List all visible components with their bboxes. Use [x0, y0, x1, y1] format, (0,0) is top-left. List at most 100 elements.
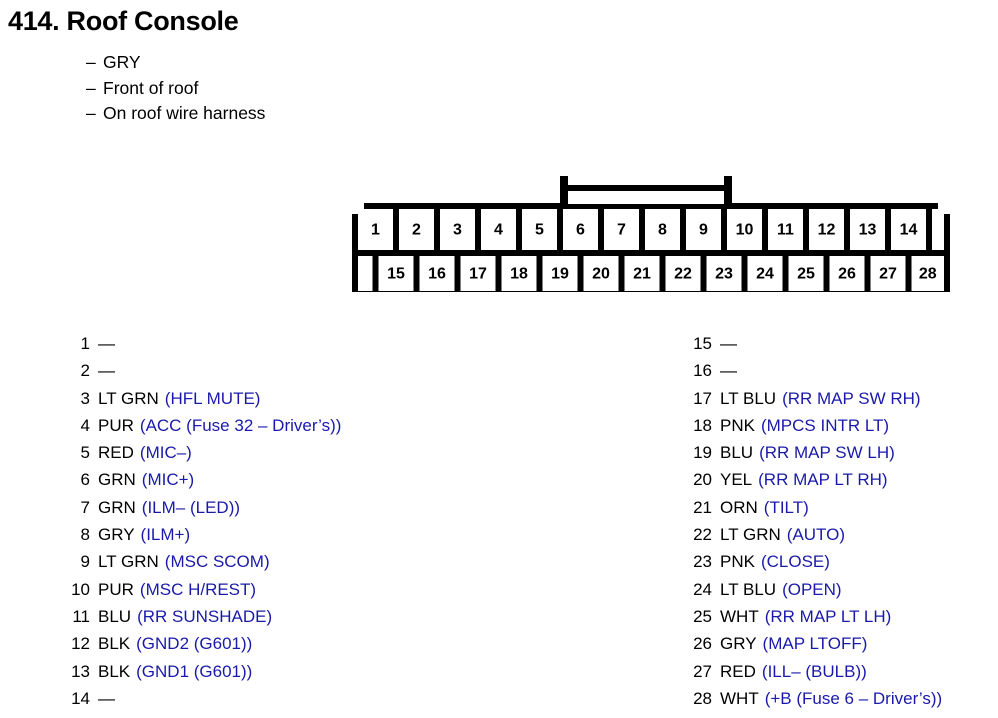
pin-cell-bottom — [583, 256, 619, 291]
pin-cell-bottom — [460, 256, 496, 291]
pin-number: 4 — [80, 415, 90, 435]
connector-attributes-list: –GRY–Front of roof–On roof wire harness — [86, 50, 265, 127]
connector-pin-number: 3 — [453, 222, 462, 239]
pin-cell-bottom — [911, 256, 944, 291]
connector-pin-number: 27 — [879, 266, 897, 283]
connector-attribute-row: –On roof wire harness — [86, 101, 265, 127]
connector-pin-number: 21 — [633, 266, 651, 283]
connector-notch-right — [938, 203, 950, 214]
pin-wire-color: LT GRN — [98, 552, 159, 572]
pin-cell-top — [522, 209, 557, 250]
pin-row: 16— — [670, 357, 998, 384]
page-title: 414. Roof Console — [8, 6, 239, 36]
connector-pin-number: 10 — [736, 222, 754, 239]
pin-wire-color: LT BLU — [720, 388, 777, 408]
pin-wire-color: PUR — [98, 579, 134, 599]
pin-empty-marker: — — [98, 334, 115, 353]
pin-cell-top — [481, 209, 516, 250]
pin-signal-name: (RR MAP SW LH) — [759, 443, 895, 463]
bullet-dash-icon: – — [86, 103, 96, 123]
connector-pin-number: 1 — [371, 222, 380, 239]
pin-signal-name: (MIC–) — [139, 443, 192, 463]
connector-pin-number: 2 — [412, 222, 421, 239]
pin-number: 1 — [80, 334, 90, 353]
bullet-dash-icon: – — [86, 52, 96, 72]
pin-cell-bottom — [747, 256, 783, 291]
pin-wire-color: LT BLU — [720, 579, 777, 599]
connector-attribute-row: –GRY — [86, 50, 265, 76]
pin-number: 16 — [693, 361, 712, 381]
pin-cell-top — [645, 209, 680, 250]
pin-number: 9 — [80, 552, 90, 572]
connector-pin-number: 26 — [838, 266, 856, 283]
pin-number: 6 — [80, 470, 90, 490]
connector-pin-number: 24 — [756, 266, 774, 283]
pin-cell-top — [686, 209, 721, 250]
pin-wire-color: WHT — [720, 606, 759, 626]
connector-pin-number: 7 — [617, 222, 626, 239]
connector-pin-number: 15 — [387, 266, 405, 283]
connector-pin-number: 28 — [919, 266, 937, 283]
pin-wire-color: YEL — [720, 470, 753, 490]
pin-cell-bottom — [378, 256, 414, 291]
pin-signal-name: (MSC H/REST) — [139, 579, 257, 599]
pin-wire-color: ORN — [720, 497, 758, 517]
pin-cell-top — [563, 209, 598, 250]
pin-cell-bottom — [829, 256, 865, 291]
pin-signal-name: (RR MAP LT LH) — [764, 606, 892, 626]
pin-wire-color: GRY — [720, 634, 757, 654]
pin-signal-name: (GND1 (G601)) — [136, 661, 253, 681]
pin-number: 10 — [71, 579, 90, 599]
connector-pin-number: 13 — [859, 222, 877, 239]
connector-pin-number: 8 — [658, 222, 667, 239]
connector-pin-number: 25 — [797, 266, 815, 283]
pin-wire-color: PUR — [98, 415, 134, 435]
pin-signal-name: (OPEN) — [782, 579, 842, 599]
pin-number: 18 — [693, 415, 712, 435]
pin-cell-top — [768, 209, 803, 250]
pin-signal-name: (ILM+) — [140, 525, 191, 545]
pin-wire-color: WHT — [720, 688, 759, 708]
connector-attribute-row: –Front of roof — [86, 76, 265, 102]
pin-number: 28 — [693, 688, 712, 708]
pin-row: 10 PUR(MSC H/REST) — [48, 576, 518, 603]
pin-cell-bottom — [665, 256, 701, 291]
pin-row: 2— — [48, 357, 518, 384]
pin-cell-top — [604, 209, 639, 250]
connector-latch-top-gap — [568, 176, 724, 185]
pin-cell-top — [358, 209, 393, 250]
pin-row: 1— — [48, 330, 518, 357]
connector-latch-gap — [568, 191, 724, 204]
pin-cell-bottom — [542, 256, 578, 291]
pin-empty-marker: — — [98, 361, 115, 381]
pin-signal-name: (ILM– (LED)) — [141, 497, 241, 517]
pin-cell-bottom — [419, 256, 455, 291]
pin-number: 21 — [693, 497, 712, 517]
pin-signal-name: (MAP LTOFF) — [762, 634, 868, 654]
pin-cell-top — [399, 209, 434, 250]
pin-number: 8 — [80, 525, 90, 545]
pin-wire-color: PNK — [720, 552, 755, 572]
connector-attribute-label: Front of roof — [103, 77, 199, 98]
pin-cell-bottom — [788, 256, 824, 291]
pin-wire-color: BLK — [98, 661, 131, 681]
pin-signal-name: (GND2 (G601)) — [136, 634, 253, 654]
pin-signal-name: (RR MAP SW RH) — [782, 388, 921, 408]
pin-cell-top — [809, 209, 844, 250]
pin-cell-top — [727, 209, 762, 250]
pin-wire-color: GRN — [98, 497, 136, 517]
connector-pin-number: 4 — [494, 222, 503, 239]
pin-number: 20 — [693, 470, 712, 490]
